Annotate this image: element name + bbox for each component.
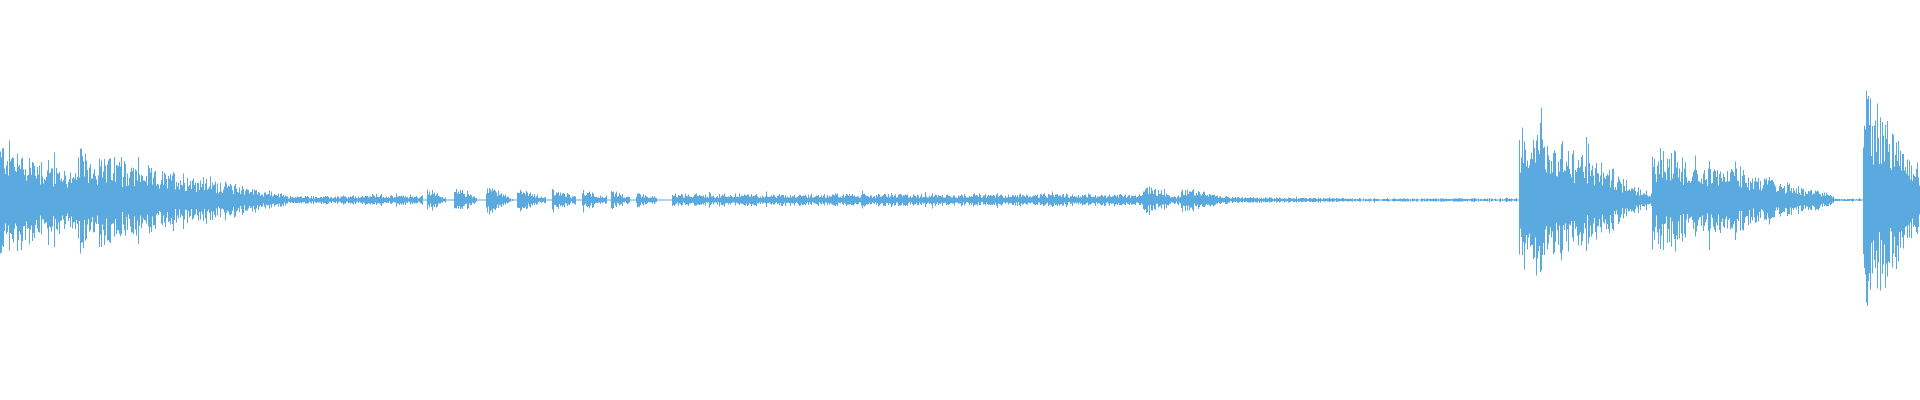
waveform-bars xyxy=(0,90,1920,306)
